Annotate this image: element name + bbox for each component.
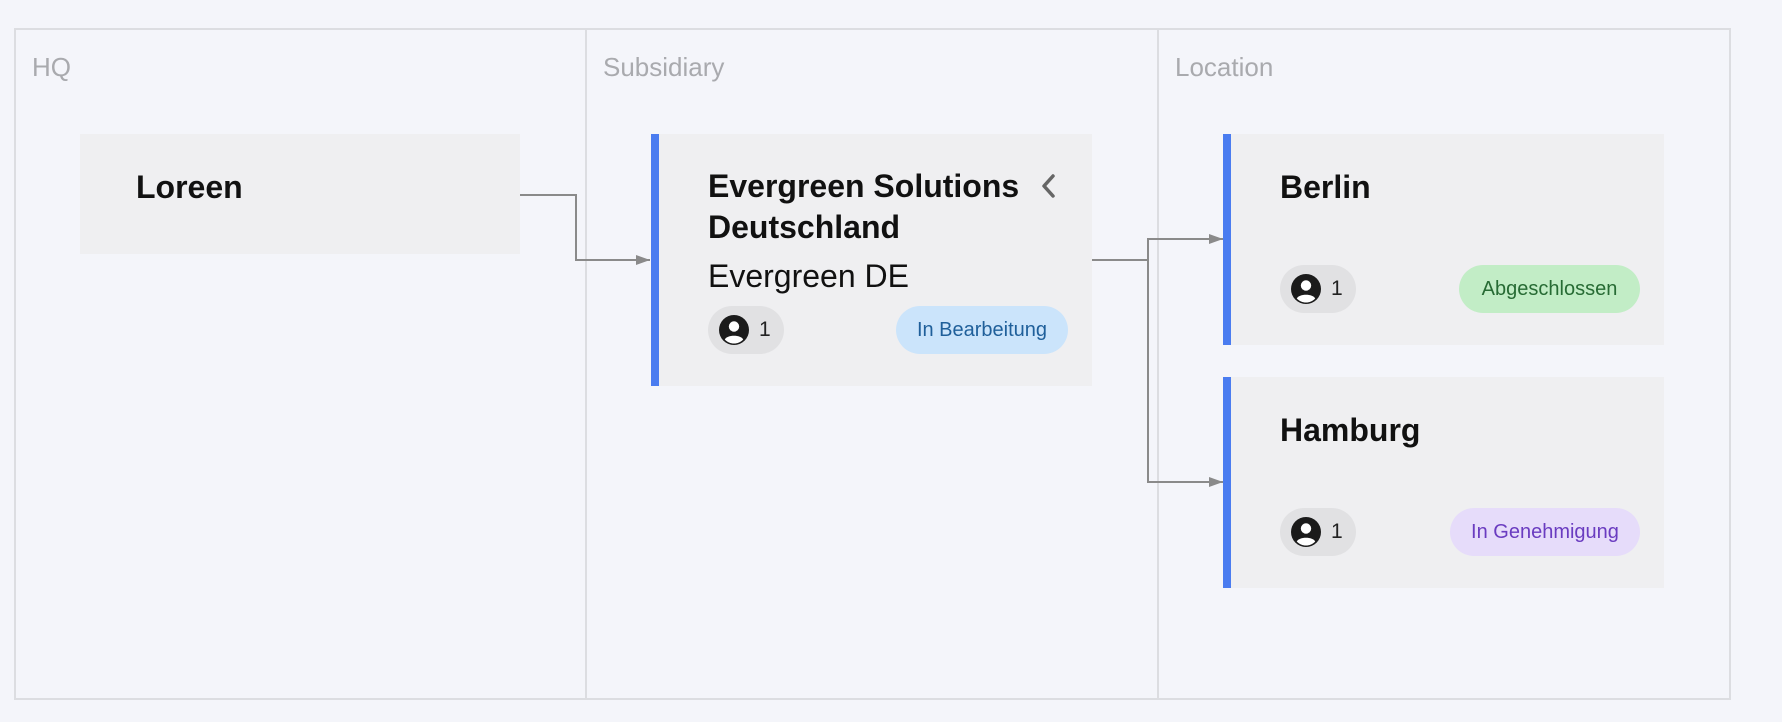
card-evergreen-solutions[interactable]: Evergreen Solutions Deutschland Evergree…	[651, 134, 1092, 386]
column-title-subsidiary: Subsidiary	[603, 52, 725, 82]
card-loreen[interactable]: Loreen	[80, 134, 520, 254]
card-berlin[interactable]: Berlin 1 Abgeschlossen	[1223, 134, 1664, 345]
status-badge-hamburg: In Genehmigung	[1450, 508, 1640, 556]
card-title-hamburg: Hamburg	[1280, 412, 1421, 448]
member-count-hamburg[interactable]: 1	[1280, 508, 1356, 556]
card-hamburg[interactable]: Hamburg 1 In Genehmigung	[1223, 377, 1664, 588]
member-count-berlin[interactable]: 1	[1280, 265, 1356, 313]
card-title-berlin: Berlin	[1280, 169, 1371, 205]
user-circle-icon	[1291, 274, 1321, 304]
column-hq: HQ	[14, 28, 588, 700]
card-title-evergreen: Evergreen Solutions Deutschland	[708, 166, 1019, 248]
card-subtitle-evergreen: Evergreen DE	[708, 258, 909, 294]
member-count-evergreen[interactable]: 1	[708, 306, 784, 354]
status-badge-evergreen: In Bearbeitung	[896, 306, 1068, 354]
card-title-loreen: Loreen	[136, 169, 243, 205]
chevron-left-icon[interactable]	[1038, 172, 1058, 200]
member-count-value: 1	[1331, 520, 1343, 543]
user-circle-icon	[1291, 517, 1321, 547]
card-title-evergreen-line1: Evergreen Solutions	[708, 168, 1020, 204]
column-location: Location	[1157, 28, 1731, 700]
member-count-value: 1	[1331, 277, 1343, 300]
user-circle-icon	[719, 315, 749, 345]
card-title-evergreen-line2: Deutschland	[708, 209, 901, 245]
column-title-location: Location	[1175, 52, 1274, 82]
column-title-hq: HQ	[32, 52, 71, 82]
member-count-value: 1	[759, 318, 771, 341]
status-badge-berlin: Abgeschlossen	[1459, 265, 1640, 313]
